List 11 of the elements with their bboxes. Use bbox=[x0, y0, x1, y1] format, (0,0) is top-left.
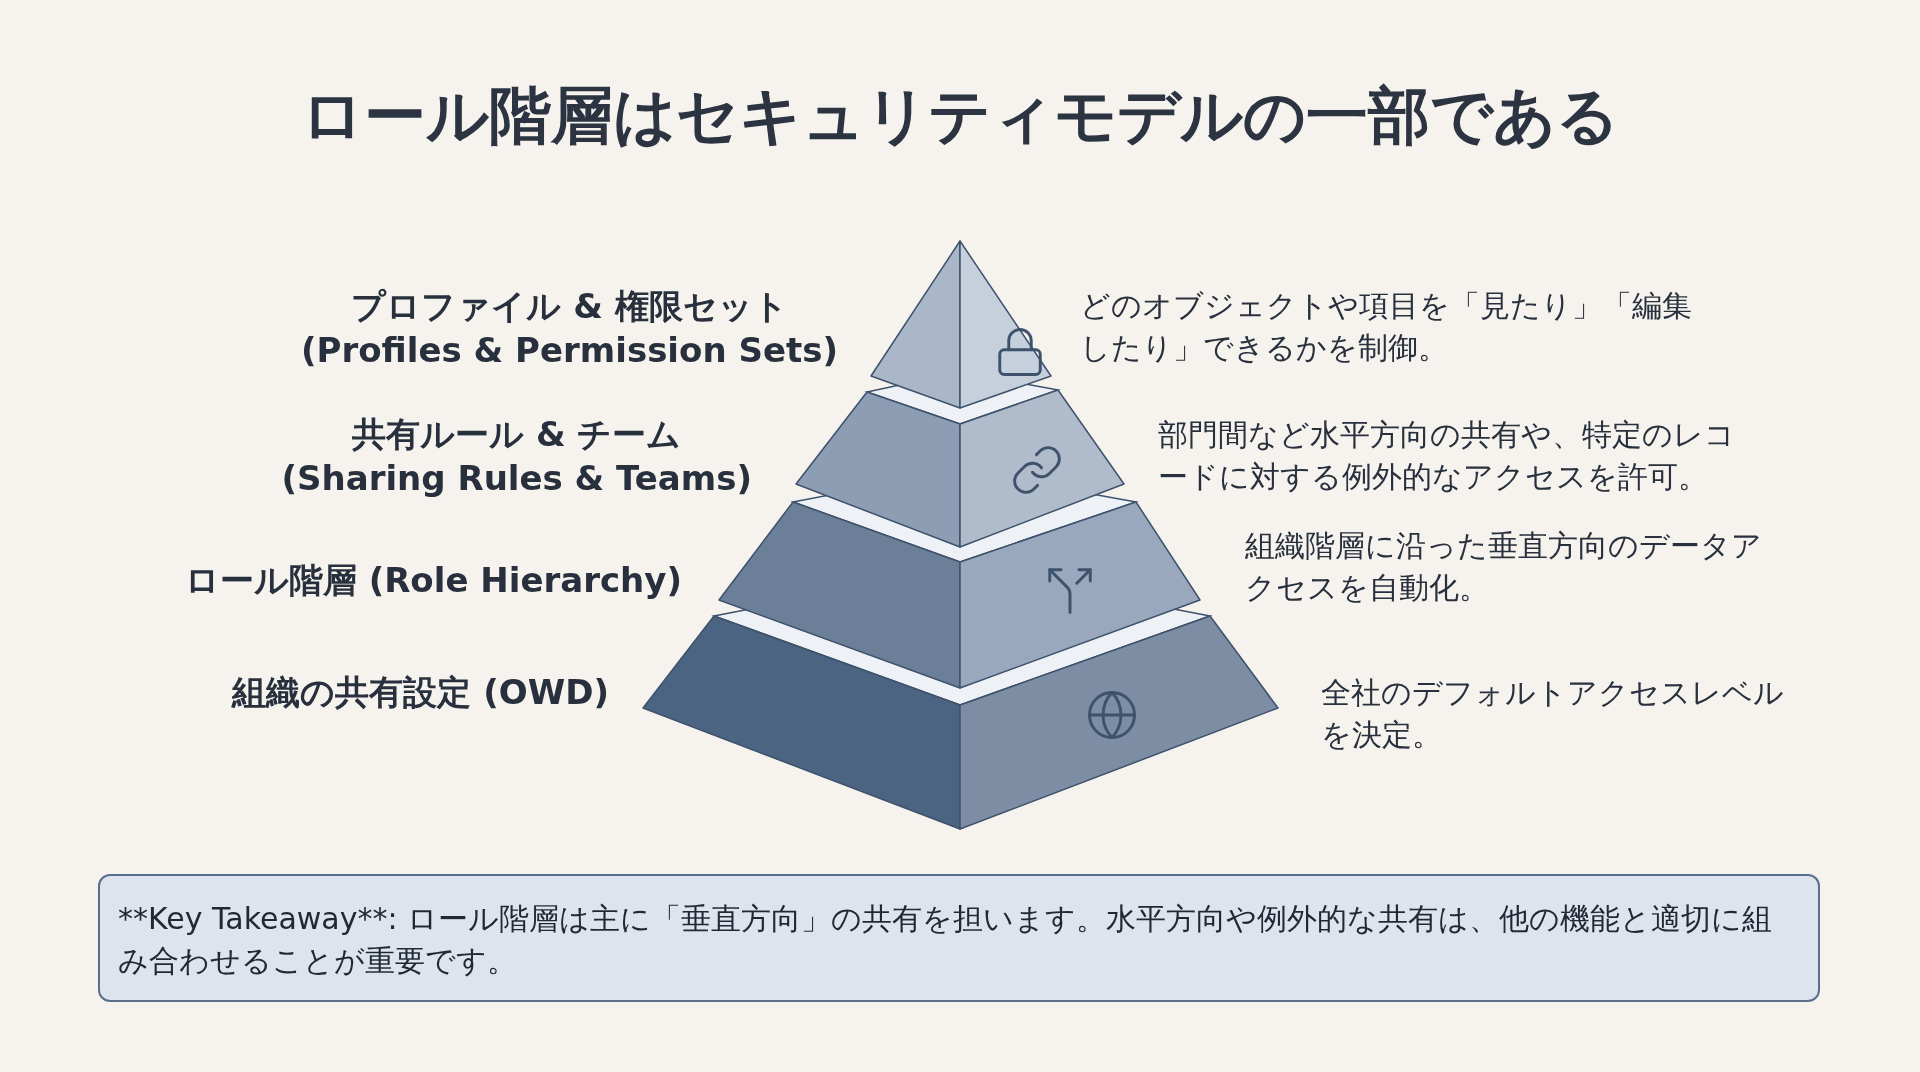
layer-label: プロファイル & 権限セット (Profiles & Permission Sets) bbox=[301, 285, 838, 372]
title: ロール階層はセキュリティモデルの一部である bbox=[300, 78, 1620, 154]
layer-description: 組織階層に沿った垂直方向のデータアクセスを自動化。 bbox=[1245, 527, 1763, 607]
layer-label: ロール階層 (Role Hierarchy) bbox=[184, 559, 682, 602]
layer-description: 全社のデフォルトアクセスレベルを決定。 bbox=[1321, 674, 1785, 754]
takeaway-box bbox=[98, 874, 1820, 1002]
takeaway-text: **Key Takeaway**: ロール階層は主に「垂直方向」の共有を担います。水平方向や例外的な共有は、他の機能と適切に組み合わせることが重要です。 bbox=[118, 900, 1774, 980]
layer-label: 共有ルール & チーム (Sharing Rules & Teams) bbox=[281, 413, 752, 500]
layer-label: 組織の共有設定 (OWD) bbox=[232, 671, 609, 714]
layer-description: 部門間など水平方向の共有や、特定のレコードに対する例外的なアクセスを許可。 bbox=[1158, 416, 1736, 496]
layer-description: どのオブジェクトや項目を「見たり」「編集したり」できるかを制御。 bbox=[1080, 287, 1693, 367]
